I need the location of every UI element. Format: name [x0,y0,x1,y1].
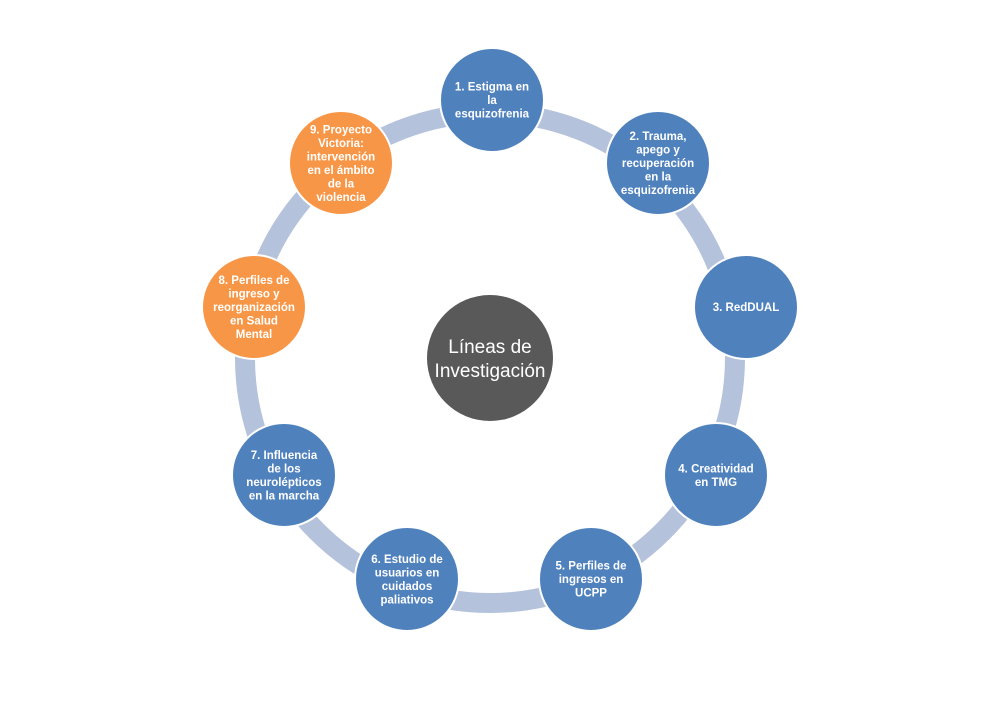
node-4-label: 4. Creatividad en TMG [678,463,753,489]
node-3-label: 3. RedDUAL [713,302,779,314]
node-8-label-line: 8. Perfiles de [219,275,290,287]
node-7-label-line: neurolépticos [246,477,321,489]
node-6-label-line: 6. Estudio de [371,554,443,566]
center-label: Líneas de Investigación [435,337,546,382]
node-3: 3. RedDUAL [693,254,799,360]
node-9-label-line: en el ámbito [307,165,374,177]
node-8-circle [201,254,307,360]
node-1-circle [439,47,545,153]
node-9-label-line: 9. Proyecto [310,124,372,136]
node-8-label-line: en Salud [230,316,278,328]
node-4-label-line: en TMG [695,477,737,489]
node-4-label-line: 4. Creatividad [678,463,753,475]
node-2-label-line: en la [645,172,672,184]
node-4: 4. Creatividad en TMG [663,422,769,528]
node-9-label-line: violencia [316,192,366,204]
node-5-circle [538,526,644,632]
center-node: Líneas de Investigación [427,295,553,421]
center-label-line: Líneas de [448,337,531,358]
node-3-label-line: 3. RedDUAL [713,302,779,314]
center-circle [427,295,553,421]
node-7-circle [231,422,337,528]
node-6-label-line: usuarios en [375,567,440,579]
node-4-circle [663,422,769,528]
node-2-label-line: 2. Trauma, [630,131,687,143]
node-1-label-line: esquizofrenia [455,109,530,121]
node-2-circle [605,110,711,216]
node-9-circle [288,110,394,216]
node-2-label-line: apego y [636,145,680,157]
node-2-label-line: esquizofrenia [621,185,696,197]
node-7-label-line: en la marcha [249,490,320,502]
node-9-label-line: intervención [307,151,375,163]
node-5-label-line: UCPP [575,588,607,600]
node-6-label-line: paliativos [380,594,433,606]
center-label-line: Investigación [435,361,546,382]
node-9-label-line: de la [328,178,355,190]
node-3-circle [693,254,799,360]
node-6-label-line: cuidados [382,581,432,593]
node-8-label-line: ingreso y [228,289,280,301]
node-5-label-line: ingresos en [559,574,624,586]
node-1-label-line: 1. Estigma en [455,82,529,94]
node-8-label-line: Mental [236,329,272,341]
node-8-label-line: reorganización [213,302,295,314]
node-2-label-line: recuperación [622,158,694,170]
node-9-label-line: Victoria: [318,138,364,150]
node-7-label-line: de los [267,463,300,475]
node-5-label-line: 5. Perfiles de [556,561,627,573]
node-6-circle [354,526,460,632]
node-7-label-line: 7. Influencia [251,450,318,462]
node-1-label-line: la [487,95,497,107]
